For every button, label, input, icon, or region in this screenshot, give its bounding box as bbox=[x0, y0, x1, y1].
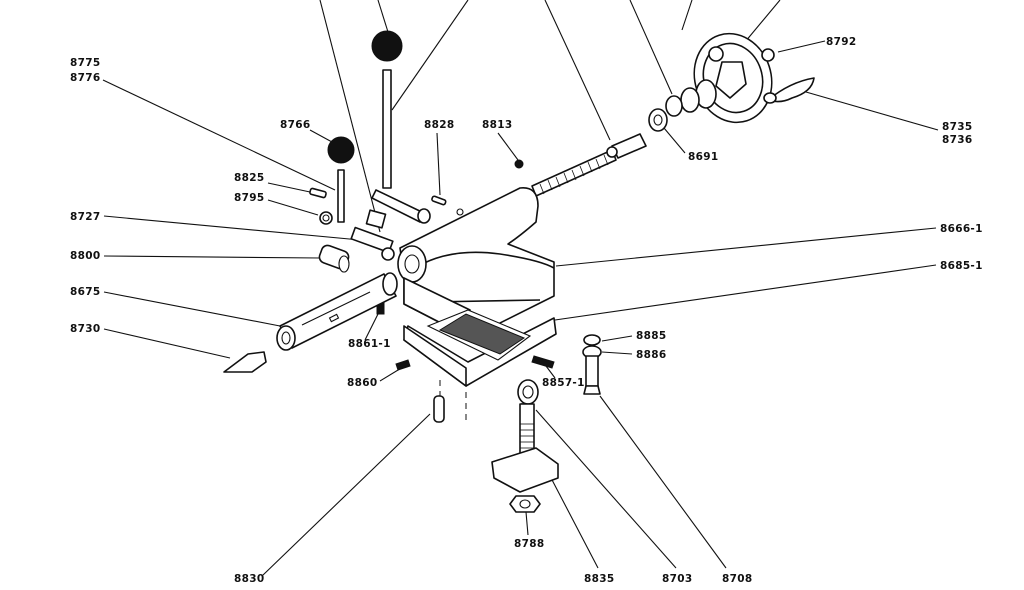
oil-cup bbox=[514, 159, 524, 169]
label-8666-1: 8666-1 bbox=[940, 223, 983, 235]
tailstock-body bbox=[397, 187, 555, 344]
set-screw-8860 bbox=[395, 359, 411, 371]
label-8825: 8825 bbox=[234, 172, 264, 184]
key-8800 bbox=[318, 244, 350, 273]
quill bbox=[276, 272, 398, 351]
label-8886: 8886 bbox=[636, 349, 666, 361]
clamp-bolt bbox=[517, 379, 539, 455]
label-8835: 8835 bbox=[584, 573, 614, 585]
label-8857-1: 8857-1 bbox=[542, 377, 585, 389]
label-8885: 8885 bbox=[636, 330, 666, 342]
label-8830: 8830 bbox=[234, 573, 264, 585]
pin-8825 bbox=[309, 187, 327, 199]
label-8736: 8736 bbox=[942, 134, 972, 146]
clamp-lever bbox=[319, 136, 355, 225]
clamp-plate bbox=[491, 447, 559, 493]
wheel-hub-assembly bbox=[648, 48, 775, 132]
handwheel bbox=[693, 32, 815, 124]
label-8730: 8730 bbox=[70, 323, 100, 335]
label-8828: 8828 bbox=[424, 119, 454, 131]
label-8813: 8813 bbox=[482, 119, 512, 131]
label-8685-1: 8685-1 bbox=[940, 260, 983, 272]
label-8792: 8792 bbox=[826, 36, 856, 48]
set-screw-8857 bbox=[531, 355, 555, 369]
label-8795: 8795 bbox=[234, 192, 264, 204]
screw-8727 bbox=[350, 226, 395, 261]
hex-nut bbox=[509, 495, 541, 513]
label-8766: 8766 bbox=[280, 119, 310, 131]
label-8675: 8675 bbox=[70, 286, 100, 298]
parts bbox=[223, 30, 815, 513]
leader-lines bbox=[102, 0, 939, 577]
label-8703: 8703 bbox=[662, 573, 692, 585]
label-8860: 8860 bbox=[347, 377, 377, 389]
label-8727: 8727 bbox=[70, 211, 100, 223]
label-8691: 8691 bbox=[688, 151, 718, 163]
leadscrew bbox=[531, 133, 647, 197]
dead-centre bbox=[223, 351, 267, 373]
tailstock-base bbox=[403, 309, 557, 387]
locking-lever bbox=[365, 30, 431, 229]
part-labels: 8775 8776 8766 8828 8813 8825 8795 8727 … bbox=[70, 36, 983, 585]
alignment-lines bbox=[439, 380, 523, 420]
label-8861-1: 8861-1 bbox=[348, 338, 391, 350]
label-8800: 8800 bbox=[70, 250, 100, 262]
label-8775: 8775 bbox=[70, 57, 100, 69]
taper-pin bbox=[433, 395, 445, 423]
label-8708: 8708 bbox=[722, 573, 752, 585]
label-8735: 8735 bbox=[942, 121, 972, 133]
label-8776: 8776 bbox=[70, 72, 100, 84]
adjusting-screw bbox=[582, 334, 602, 395]
label-8788: 8788 bbox=[514, 538, 544, 550]
pin-8828 bbox=[431, 195, 447, 206]
